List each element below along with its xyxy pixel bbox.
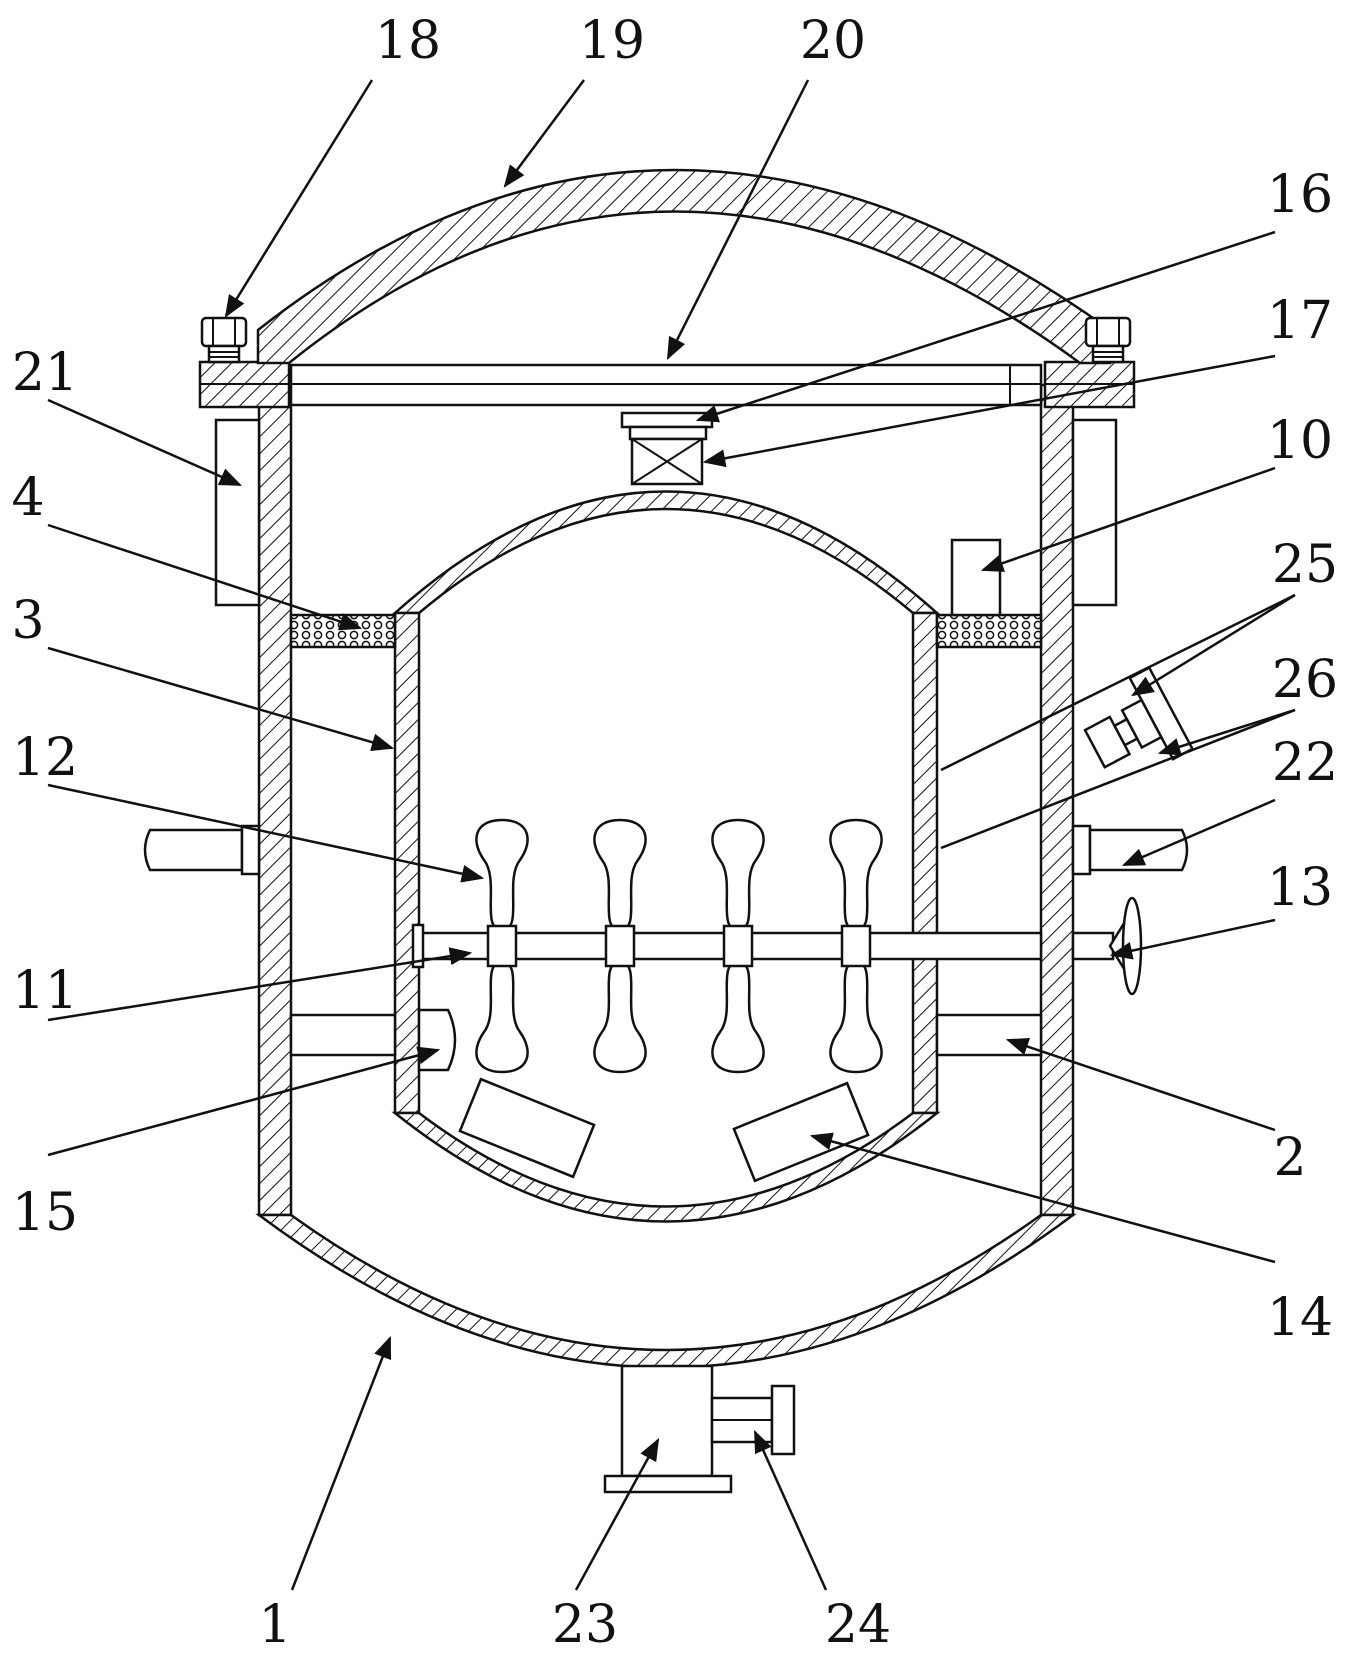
support-arm-right [935, 1013, 1043, 1057]
bottom-outlet [603, 1364, 733, 1494]
label-2: 2 [1273, 1128, 1306, 1188]
heater-block-left [458, 1077, 596, 1179]
pipe-right [1071, 824, 1189, 876]
outlet-valve [710, 1384, 796, 1456]
lid-dome [256, 168, 1112, 365]
label-16: 16 [1267, 165, 1333, 225]
label-4: 4 [11, 468, 44, 528]
agitator-shaft [411, 896, 1143, 996]
top-flange [198, 360, 1136, 409]
filter-mesh-left [289, 613, 397, 649]
impeller-1 [475, 818, 529, 1074]
label-17: 17 [1267, 291, 1333, 351]
label-22: 22 [1272, 733, 1338, 793]
label-18: 18 [375, 11, 441, 71]
top-mount-assembly [620, 411, 714, 486]
label-10: 10 [1267, 411, 1333, 471]
impeller-2 [593, 818, 647, 1074]
callout-labels: 18 19 20 16 17 10 21 4 3 25 26 12 22 13 … [11, 11, 1338, 1654]
sight-glass-assembly [1083, 665, 1195, 769]
side-bracket-left [214, 418, 261, 607]
label-24: 24 [825, 1595, 891, 1654]
label-20: 20 [800, 11, 866, 71]
bolt-left [200, 316, 248, 364]
sensor-box [950, 538, 1002, 617]
label-13: 13 [1267, 858, 1333, 918]
label-3: 3 [11, 591, 44, 651]
label-25: 25 [1272, 535, 1338, 595]
label-23: 23 [552, 1595, 618, 1654]
impeller-4 [829, 818, 883, 1074]
label-11: 11 [12, 961, 78, 1021]
leader-lines [47, 79, 1296, 1591]
pipe-left [143, 824, 261, 876]
bolt-right [1084, 316, 1132, 364]
label-12: 12 [12, 728, 78, 788]
heater-block-right [732, 1081, 870, 1183]
label-21: 21 [12, 343, 78, 403]
nozzle [417, 1008, 457, 1072]
impeller-blades [475, 818, 883, 1074]
cross-bar [289, 363, 1043, 407]
label-14: 14 [1267, 1288, 1333, 1348]
inner-tank [391, 490, 941, 1223]
side-bracket-right [1071, 418, 1118, 607]
filter-mesh-right [935, 613, 1043, 649]
label-26: 26 [1272, 650, 1338, 710]
label-1: 1 [258, 1595, 291, 1654]
support-arm-left [289, 1013, 397, 1057]
label-15: 15 [12, 1183, 78, 1243]
impeller-3 [711, 818, 765, 1074]
outer-tank-shell [255, 383, 1077, 1369]
label-19: 19 [579, 11, 645, 71]
